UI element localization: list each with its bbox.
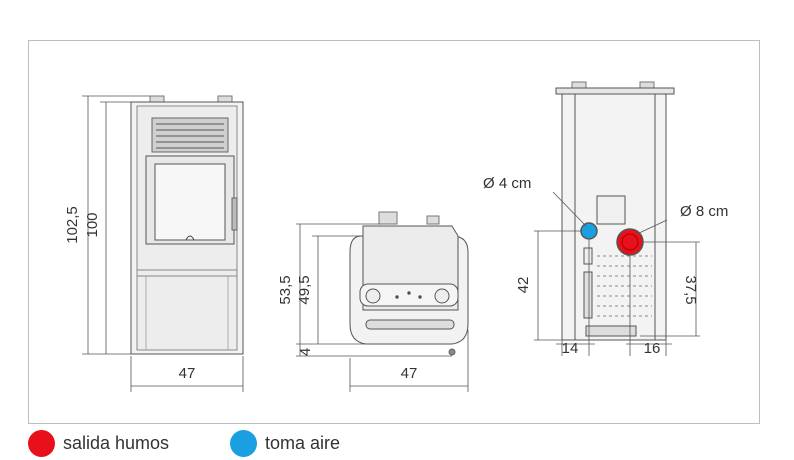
air-legend-swatch [230,429,257,457]
rear-view [555,81,675,341]
flue-legend-swatch [28,429,55,457]
vent-grille [151,117,229,153]
side-width-label: 47 [401,365,418,382]
front-height-body-label: 100 [84,212,101,237]
front-dimensions [82,95,244,392]
front-view [130,95,244,355]
front-height-total-label: 102,5 [64,206,81,244]
door-glass [154,163,226,241]
legend-flue-label: salida humos [63,432,170,453]
diagram-frame [28,40,760,424]
air-offset-label: 14 [562,340,579,357]
side-foot-label: 4 [297,348,314,356]
flue-height-label: 37,5 [682,275,699,304]
side-view [349,211,469,356]
rear-dimensions [534,191,700,356]
side-height-top-label: 49,5 [296,275,313,304]
side-dimensions [296,223,469,392]
control-panel [359,283,459,307]
air-intake-icon [580,222,598,240]
air-height-label: 42 [515,277,532,294]
legend-air-label: toma aire [265,432,341,453]
door-handle [231,197,238,231]
side-handle [365,319,455,330]
front-width-label: 47 [179,365,196,382]
air-diameter-label: Ø 4 cm [483,175,531,192]
side-height-outlet-label: 53,5 [277,275,294,304]
legend-flue: salida humos [28,428,169,458]
flue-diameter-label: Ø 8 cm [680,203,728,220]
flue-offset-label: 16 [644,340,661,357]
legend-air: toma aire [230,428,340,458]
